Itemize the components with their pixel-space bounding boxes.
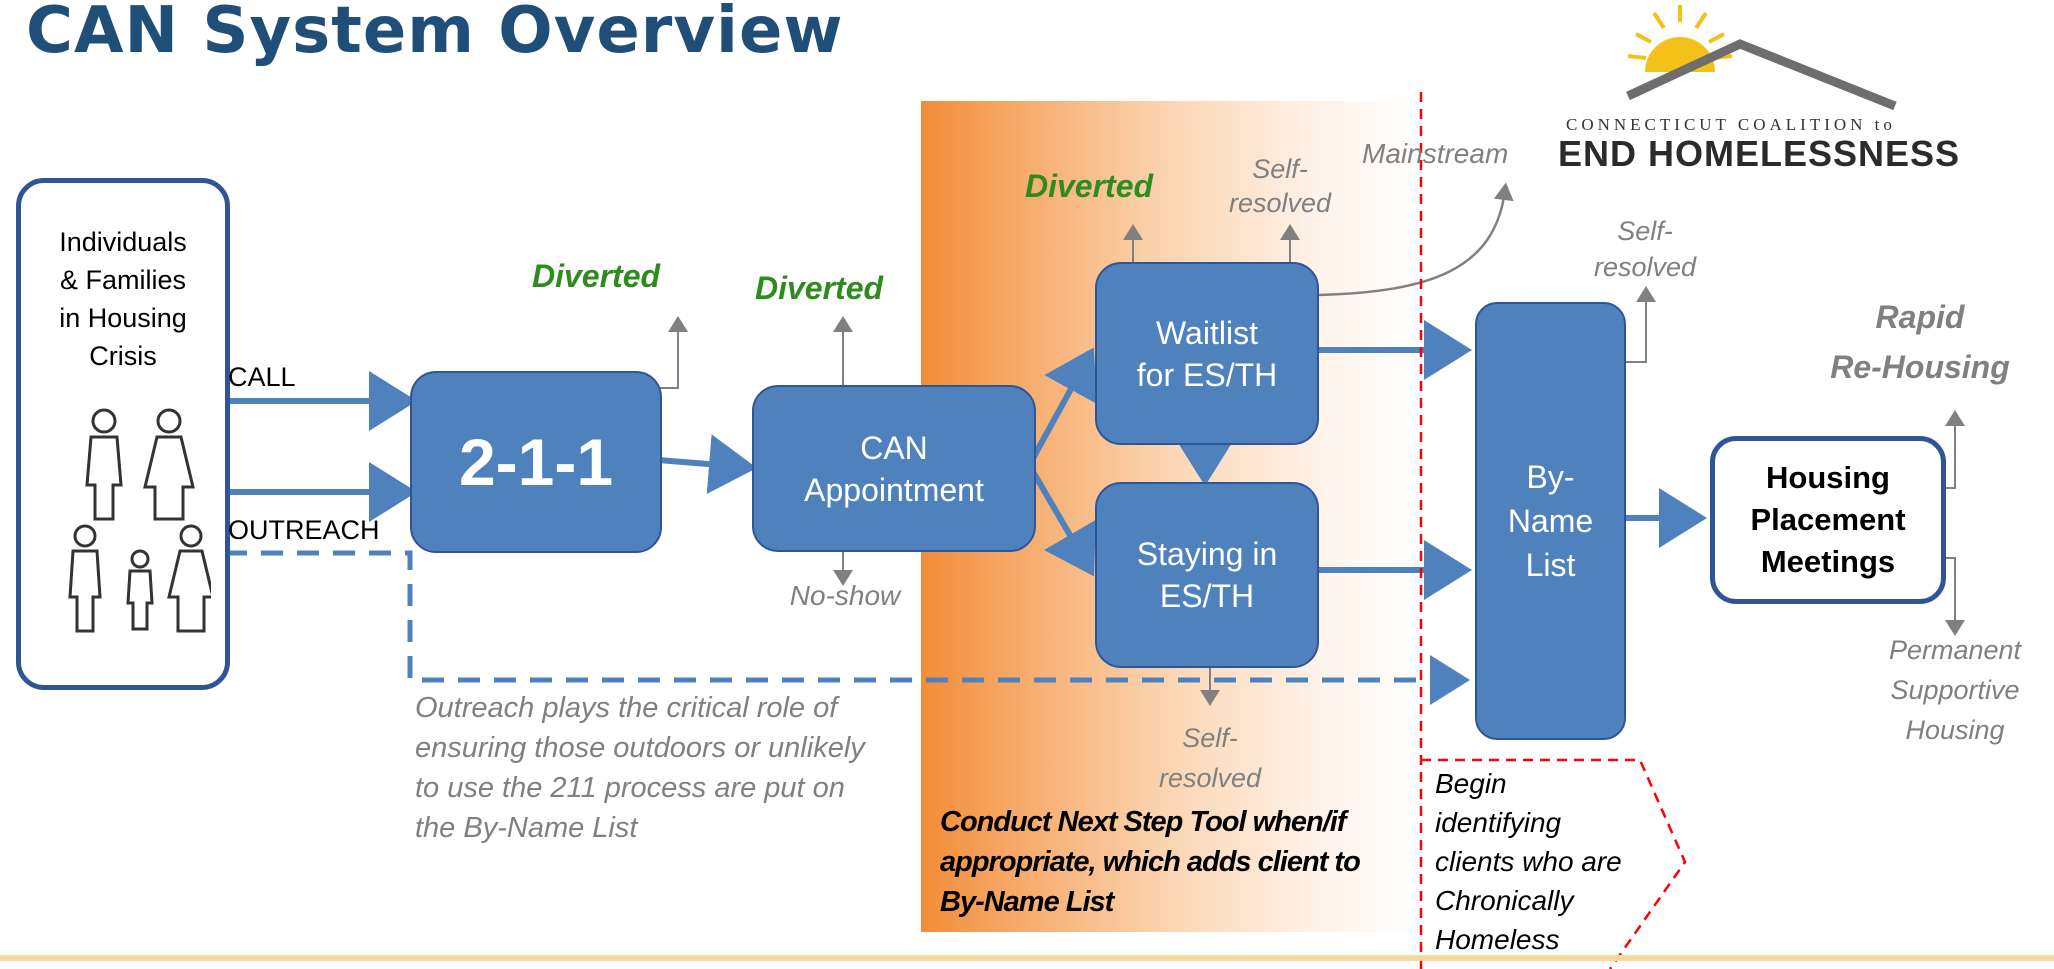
logo-title: END HOMELESSNESS xyxy=(1558,133,1961,174)
node-by-name-list[interactable]: By- Name List xyxy=(1475,302,1626,740)
diverted-label-211: Diverted xyxy=(532,258,661,294)
permanent-supportive-housing-label: Permanent Supportive Housing xyxy=(1888,635,2022,745)
node-can-appointment[interactable]: CAN Appointment xyxy=(752,385,1036,552)
page-title: CAN System Overview xyxy=(26,0,844,68)
chronic-homeless-note: Begin identifying clients who are Chroni… xyxy=(1435,768,1622,955)
exit-waitlist-mainstream xyxy=(1317,182,1514,297)
exit-211-diverted xyxy=(658,316,688,389)
outreach-label: OUTREACH xyxy=(228,515,380,545)
rapid-rehousing-label: Rapid Re-Housing xyxy=(1830,299,2010,385)
arrow-can-to-staying xyxy=(1029,468,1096,577)
node-211[interactable]: 2-1-1 xyxy=(410,371,662,553)
logo-subtitle: CONNECTICUT COALITION to xyxy=(1566,115,1896,134)
arrow-can-to-waitlist xyxy=(1029,347,1097,462)
self-resolved-staying-label: Self- resolved xyxy=(1158,723,1262,793)
bottom-stripe xyxy=(0,955,2054,961)
call-label: CALL xyxy=(228,362,296,392)
diverted-label-waitlist: Diverted xyxy=(1025,168,1154,204)
source-label: Individuals & Families in Housing Crisis xyxy=(59,227,187,371)
exit-byname-selfresolved xyxy=(1622,286,1656,363)
next-step-note: Conduct Next Step Tool when/if appropria… xyxy=(940,806,1361,918)
node-staying[interactable]: Staying in ES/TH xyxy=(1095,482,1319,668)
no-show-label: No-show xyxy=(789,580,901,611)
self-resolved-byname-label: Self- resolved xyxy=(1593,216,1697,282)
logo-emblem xyxy=(1626,5,1897,111)
source-box: Individuals & Families in Housing Crisis xyxy=(16,178,230,690)
node-housing-placement[interactable]: Housing Placement Meetings xyxy=(1710,436,1946,604)
mainstream-label: Mainstream xyxy=(1362,138,1509,169)
self-resolved-waitlist-label: Self- resolved xyxy=(1228,154,1332,218)
chronic-callout-outline xyxy=(1421,758,1687,969)
outreach-dashed-path xyxy=(225,550,1470,705)
arrow-211-to-can xyxy=(657,434,757,495)
family-icon xyxy=(68,408,211,633)
diverted-label-can: Diverted xyxy=(755,270,884,306)
node-waitlist[interactable]: Waitlist for ES/TH xyxy=(1095,262,1319,445)
outreach-note: Outreach plays the critical role of ensu… xyxy=(415,692,865,844)
